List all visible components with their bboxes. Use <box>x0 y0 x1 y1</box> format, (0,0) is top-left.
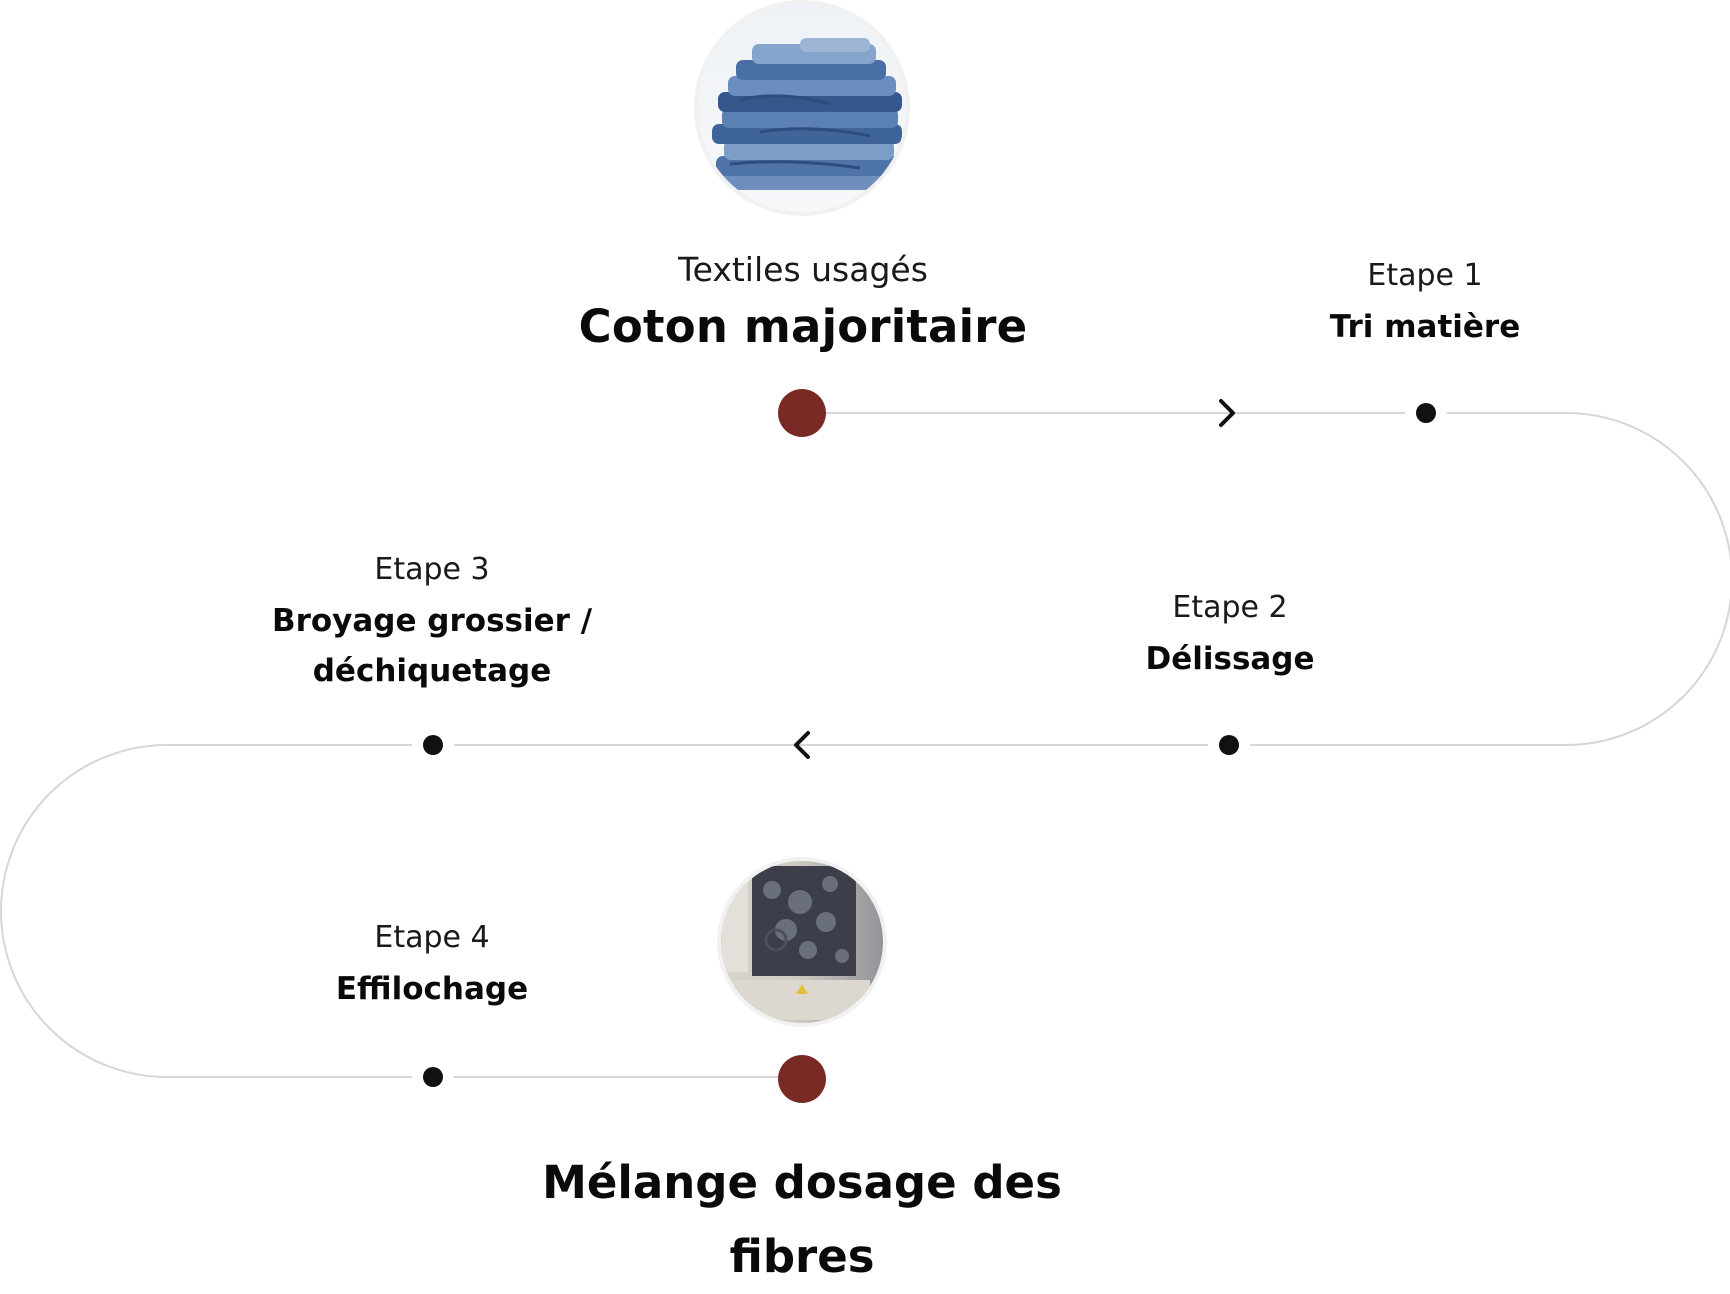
fiber-machine-photo <box>717 857 887 1027</box>
step-4-number: Etape 4 <box>374 920 490 955</box>
step-1-title: Tri matière <box>1329 309 1521 345</box>
start-subtitle: Textiles usagés <box>678 250 928 289</box>
chevron-left-icon <box>794 731 810 759</box>
denim-stack-photo <box>694 0 910 216</box>
step-4-label: Etape 4 Effilochage <box>336 912 528 1014</box>
path-curve-right <box>1250 412 1730 746</box>
chevron-right-icon <box>1219 399 1235 427</box>
step-4-title: Effilochage <box>335 971 529 1007</box>
path-curve-left <box>0 744 412 1078</box>
step-4-node <box>423 1067 443 1087</box>
end-title-line-1: Mélange dosage des <box>542 1156 1062 1209</box>
end-label: Mélange dosage des fibres <box>542 1146 1062 1294</box>
start-label: Textiles usagés Coton majoritaire <box>579 244 1028 358</box>
end-title-line-2: fibres <box>729 1230 875 1283</box>
start-node <box>778 389 826 437</box>
step-1-node <box>1416 403 1436 423</box>
process-path <box>0 412 1730 1078</box>
step-2-node <box>1219 735 1239 755</box>
step-2-label: Etape 2 Délissage <box>1145 582 1314 684</box>
end-node <box>778 1055 826 1103</box>
start-title: Coton majoritaire <box>578 300 1028 353</box>
step-3-number: Etape 3 <box>374 552 490 587</box>
step-3-label: Etape 3 Broyage grossier / déchiquetage <box>272 544 592 696</box>
step-1-number: Etape 1 <box>1367 258 1483 293</box>
step-1-label: Etape 1 Tri matière <box>1330 250 1520 352</box>
step-3-title-line-1: Broyage grossier / <box>271 603 593 639</box>
step-3-title-line-2: déchiquetage <box>312 653 552 689</box>
step-3-node <box>423 735 443 755</box>
step-2-number: Etape 2 <box>1172 590 1288 625</box>
step-2-title: Délissage <box>1145 641 1315 677</box>
